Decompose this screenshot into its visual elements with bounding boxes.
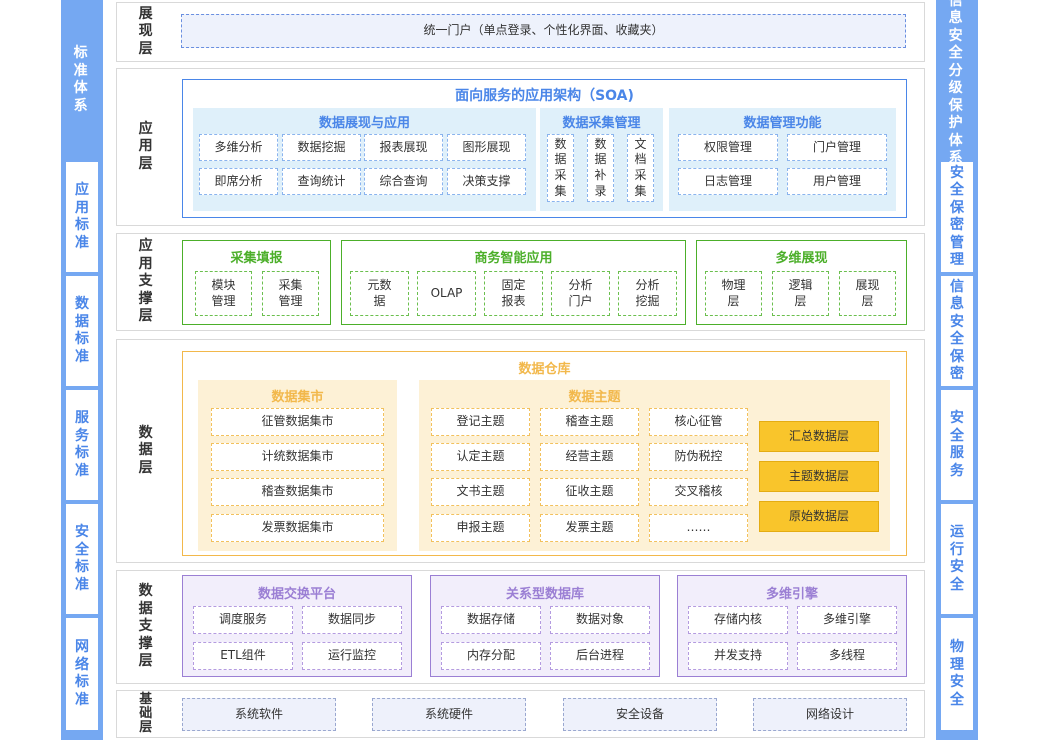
subject-item: 征收主题 bbox=[540, 478, 639, 506]
fill-panel-title: 采集填报 bbox=[230, 251, 283, 266]
mart-item: 发票数据集市 bbox=[211, 514, 384, 542]
display-item: 数据挖掘 bbox=[282, 134, 361, 161]
bi-item: 固定报表 bbox=[484, 271, 543, 316]
management-panel-title: 数据管理功能 bbox=[743, 116, 822, 131]
multi-display-panel-title: 多维展现 bbox=[775, 251, 828, 266]
fill-item: 模块管理 bbox=[195, 271, 252, 316]
base-item: 系统硬件 bbox=[372, 698, 526, 731]
subject-item: 文书主题 bbox=[431, 478, 530, 506]
warehouse-title: 数据仓库 bbox=[518, 362, 571, 377]
fill-item: 采集管理 bbox=[262, 271, 319, 316]
exchange-item: 调度服务 bbox=[193, 606, 293, 634]
base-item: 网络设计 bbox=[753, 698, 907, 731]
bi-item: 分析挖掘 bbox=[618, 271, 677, 316]
subject-item: 登记主题 bbox=[431, 408, 530, 436]
security-item-physical: 物理安全 bbox=[941, 618, 973, 730]
display-item: 即席分析 bbox=[199, 168, 278, 195]
display-panel-title: 数据展现与应用 bbox=[318, 116, 410, 131]
collection-item: 数据采集 bbox=[547, 134, 574, 202]
security-item-confidential-management: 安全保密管理 bbox=[941, 162, 973, 272]
tier-summary: 汇总数据层 bbox=[759, 421, 879, 452]
bi-item: 元数据 bbox=[350, 271, 409, 316]
multi-display-item: 物理层 bbox=[705, 271, 762, 316]
tier-subject: 主题数据层 bbox=[759, 461, 879, 492]
mart-item: 计统数据集市 bbox=[211, 443, 384, 471]
mart-item: 征管数据集市 bbox=[211, 408, 384, 436]
subject-item: 经营主题 bbox=[540, 443, 639, 471]
display-item: 报表展现 bbox=[364, 134, 443, 161]
display-item: 图形展现 bbox=[447, 134, 526, 161]
base-item: 安全设备 bbox=[563, 698, 717, 731]
collection-item: 文档采集 bbox=[627, 134, 654, 202]
exchange-panel-title: 数据交换平台 bbox=[257, 587, 336, 602]
data-support-layer-label: 数据支撑层 bbox=[138, 583, 153, 670]
display-item: 查询统计 bbox=[282, 168, 361, 195]
standards-column-header: 标准体系 bbox=[73, 45, 88, 114]
soa-title: 面向服务的应用架构（SOA) bbox=[455, 88, 634, 104]
engine-panel-title: 多维引擎 bbox=[765, 587, 818, 602]
presentation-layer-label: 展现层 bbox=[138, 5, 153, 57]
mart-panel-title: 数据集市 bbox=[271, 390, 324, 405]
engine-item: 多维引擎 bbox=[797, 606, 897, 634]
management-item: 日志管理 bbox=[678, 168, 778, 195]
rdb-item: 数据存储 bbox=[441, 606, 541, 634]
subject-item: 核心征管 bbox=[649, 408, 748, 436]
rdb-item: 后台进程 bbox=[550, 642, 650, 670]
base-layer-label: 基础层 bbox=[139, 691, 153, 736]
app-support-layer-label: 应用支撑层 bbox=[138, 238, 153, 325]
bi-item: 分析门户 bbox=[551, 271, 610, 316]
bi-item: OLAP bbox=[417, 271, 476, 316]
exchange-item: ETL组件 bbox=[193, 642, 293, 670]
tier-raw: 原始数据层 bbox=[759, 501, 879, 532]
display-item: 综合查询 bbox=[364, 168, 443, 195]
management-item: 权限管理 bbox=[678, 134, 778, 161]
standard-item-data: 数据标准 bbox=[66, 276, 98, 386]
security-item-operation: 运行安全 bbox=[941, 504, 973, 614]
subject-item: 申报主题 bbox=[431, 514, 530, 542]
rdb-panel-title: 关系型数据库 bbox=[505, 587, 584, 602]
management-item: 用户管理 bbox=[787, 168, 887, 195]
subject-item: 交叉稽核 bbox=[649, 478, 748, 506]
multi-display-item: 展现层 bbox=[839, 271, 896, 316]
security-item-service: 安全服务 bbox=[941, 390, 973, 500]
standard-item-application: 应用标准 bbox=[66, 162, 98, 272]
application-layer-label: 应用层 bbox=[138, 120, 153, 172]
subject-panel-title: 数据主题 bbox=[568, 390, 621, 405]
subject-item: 认定主题 bbox=[431, 443, 530, 471]
exchange-item: 数据同步 bbox=[302, 606, 402, 634]
security-column-header: 信息安全分级保护体系 bbox=[948, 0, 963, 166]
engine-item: 并发支持 bbox=[688, 642, 788, 670]
exchange-item: 运行监控 bbox=[302, 642, 402, 670]
collection-item: 数据补录 bbox=[587, 134, 614, 202]
engine-item: 多线程 bbox=[797, 642, 897, 670]
multi-display-item: 逻辑层 bbox=[772, 271, 829, 316]
subject-item: 发票主题 bbox=[540, 514, 639, 542]
display-item: 多维分析 bbox=[199, 134, 278, 161]
rdb-item: 内存分配 bbox=[441, 642, 541, 670]
security-item-info-confidential: 信息安全保密 bbox=[941, 276, 973, 386]
base-item: 系统软件 bbox=[182, 698, 336, 731]
data-layer-label: 数据层 bbox=[138, 424, 153, 476]
unified-portal: 统一门户（单点登录、个性化界面、收藏夹） bbox=[181, 14, 906, 48]
subject-item: 防伪税控 bbox=[649, 443, 748, 471]
engine-item: 存储内核 bbox=[688, 606, 788, 634]
bi-panel-title: 商务智能应用 bbox=[474, 251, 553, 266]
standard-item-network: 网络标准 bbox=[66, 618, 98, 730]
management-item: 门户管理 bbox=[787, 134, 887, 161]
subject-item-more: …… bbox=[649, 514, 748, 542]
mart-item: 稽查数据集市 bbox=[211, 478, 384, 506]
display-item: 决策支撑 bbox=[447, 168, 526, 195]
collection-panel-title: 数据采集管理 bbox=[562, 116, 641, 131]
standard-item-security: 安全标准 bbox=[66, 504, 98, 614]
standard-item-service: 服务标准 bbox=[66, 390, 98, 500]
subject-item: 稽查主题 bbox=[540, 408, 639, 436]
rdb-item: 数据对象 bbox=[550, 606, 650, 634]
